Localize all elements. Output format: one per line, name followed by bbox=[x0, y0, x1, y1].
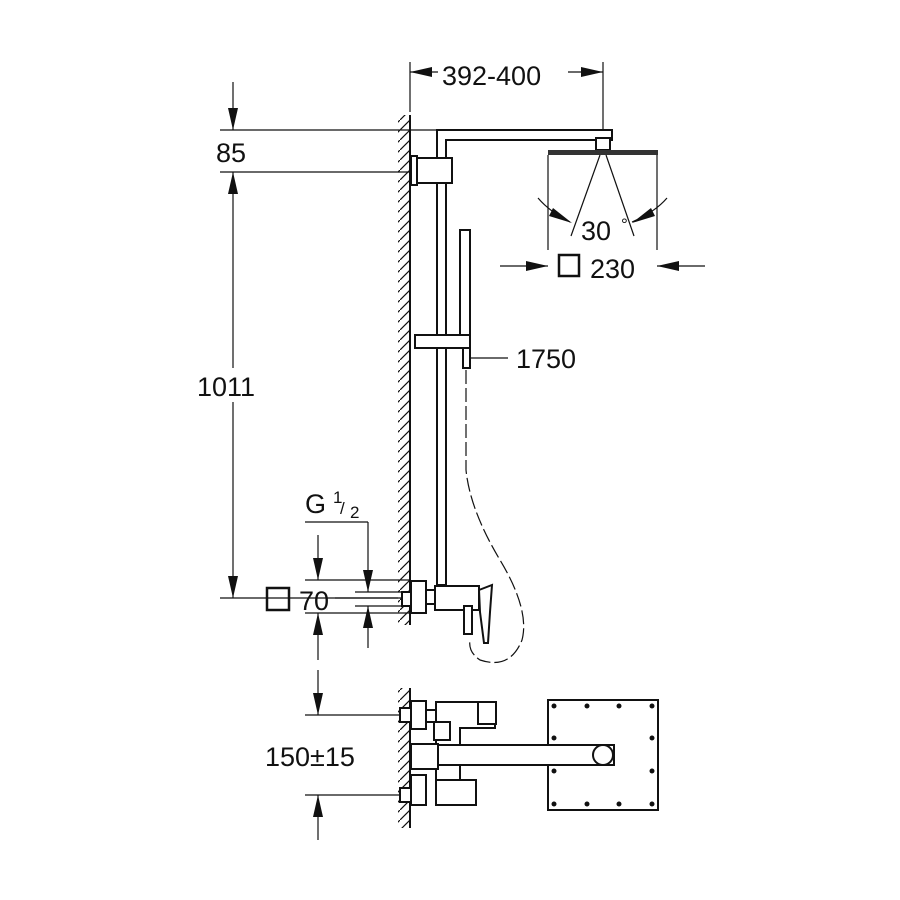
head-shower: 30 ° 230 bbox=[500, 137, 705, 284]
thread-denominator: 2 bbox=[350, 503, 359, 522]
spacing-label: 150±15 bbox=[265, 742, 355, 772]
spacing-dimension: 150±15 bbox=[265, 670, 410, 840]
flange-size-label: 70 bbox=[299, 586, 329, 616]
shower-rail bbox=[410, 129, 613, 586]
thread-base-label: G bbox=[305, 489, 326, 519]
square-icon bbox=[265, 586, 291, 612]
square-icon bbox=[557, 253, 581, 278]
shower-mixer bbox=[401, 580, 494, 644]
connection-dimensions: G 1 / 2 70 bbox=[265, 488, 410, 660]
spray-angle-label: 30 bbox=[581, 216, 611, 246]
hose-length-label: 1750 bbox=[516, 344, 576, 374]
degree-symbol: ° bbox=[621, 215, 628, 234]
head-size-label: 230 bbox=[590, 254, 635, 284]
wall-upper bbox=[398, 115, 411, 625]
thread-slash: / bbox=[340, 499, 345, 518]
height-label: 1011 bbox=[197, 372, 255, 402]
thread-numerator: 1 bbox=[333, 488, 342, 507]
top-offset-label: 85 bbox=[216, 138, 246, 168]
head-shower-plan bbox=[437, 699, 659, 811]
hand-shower: 1750 bbox=[414, 229, 576, 664]
arm-projection-label: 392-400 bbox=[442, 61, 541, 91]
arm-projection-dimension: 392-400 bbox=[409, 58, 604, 140]
